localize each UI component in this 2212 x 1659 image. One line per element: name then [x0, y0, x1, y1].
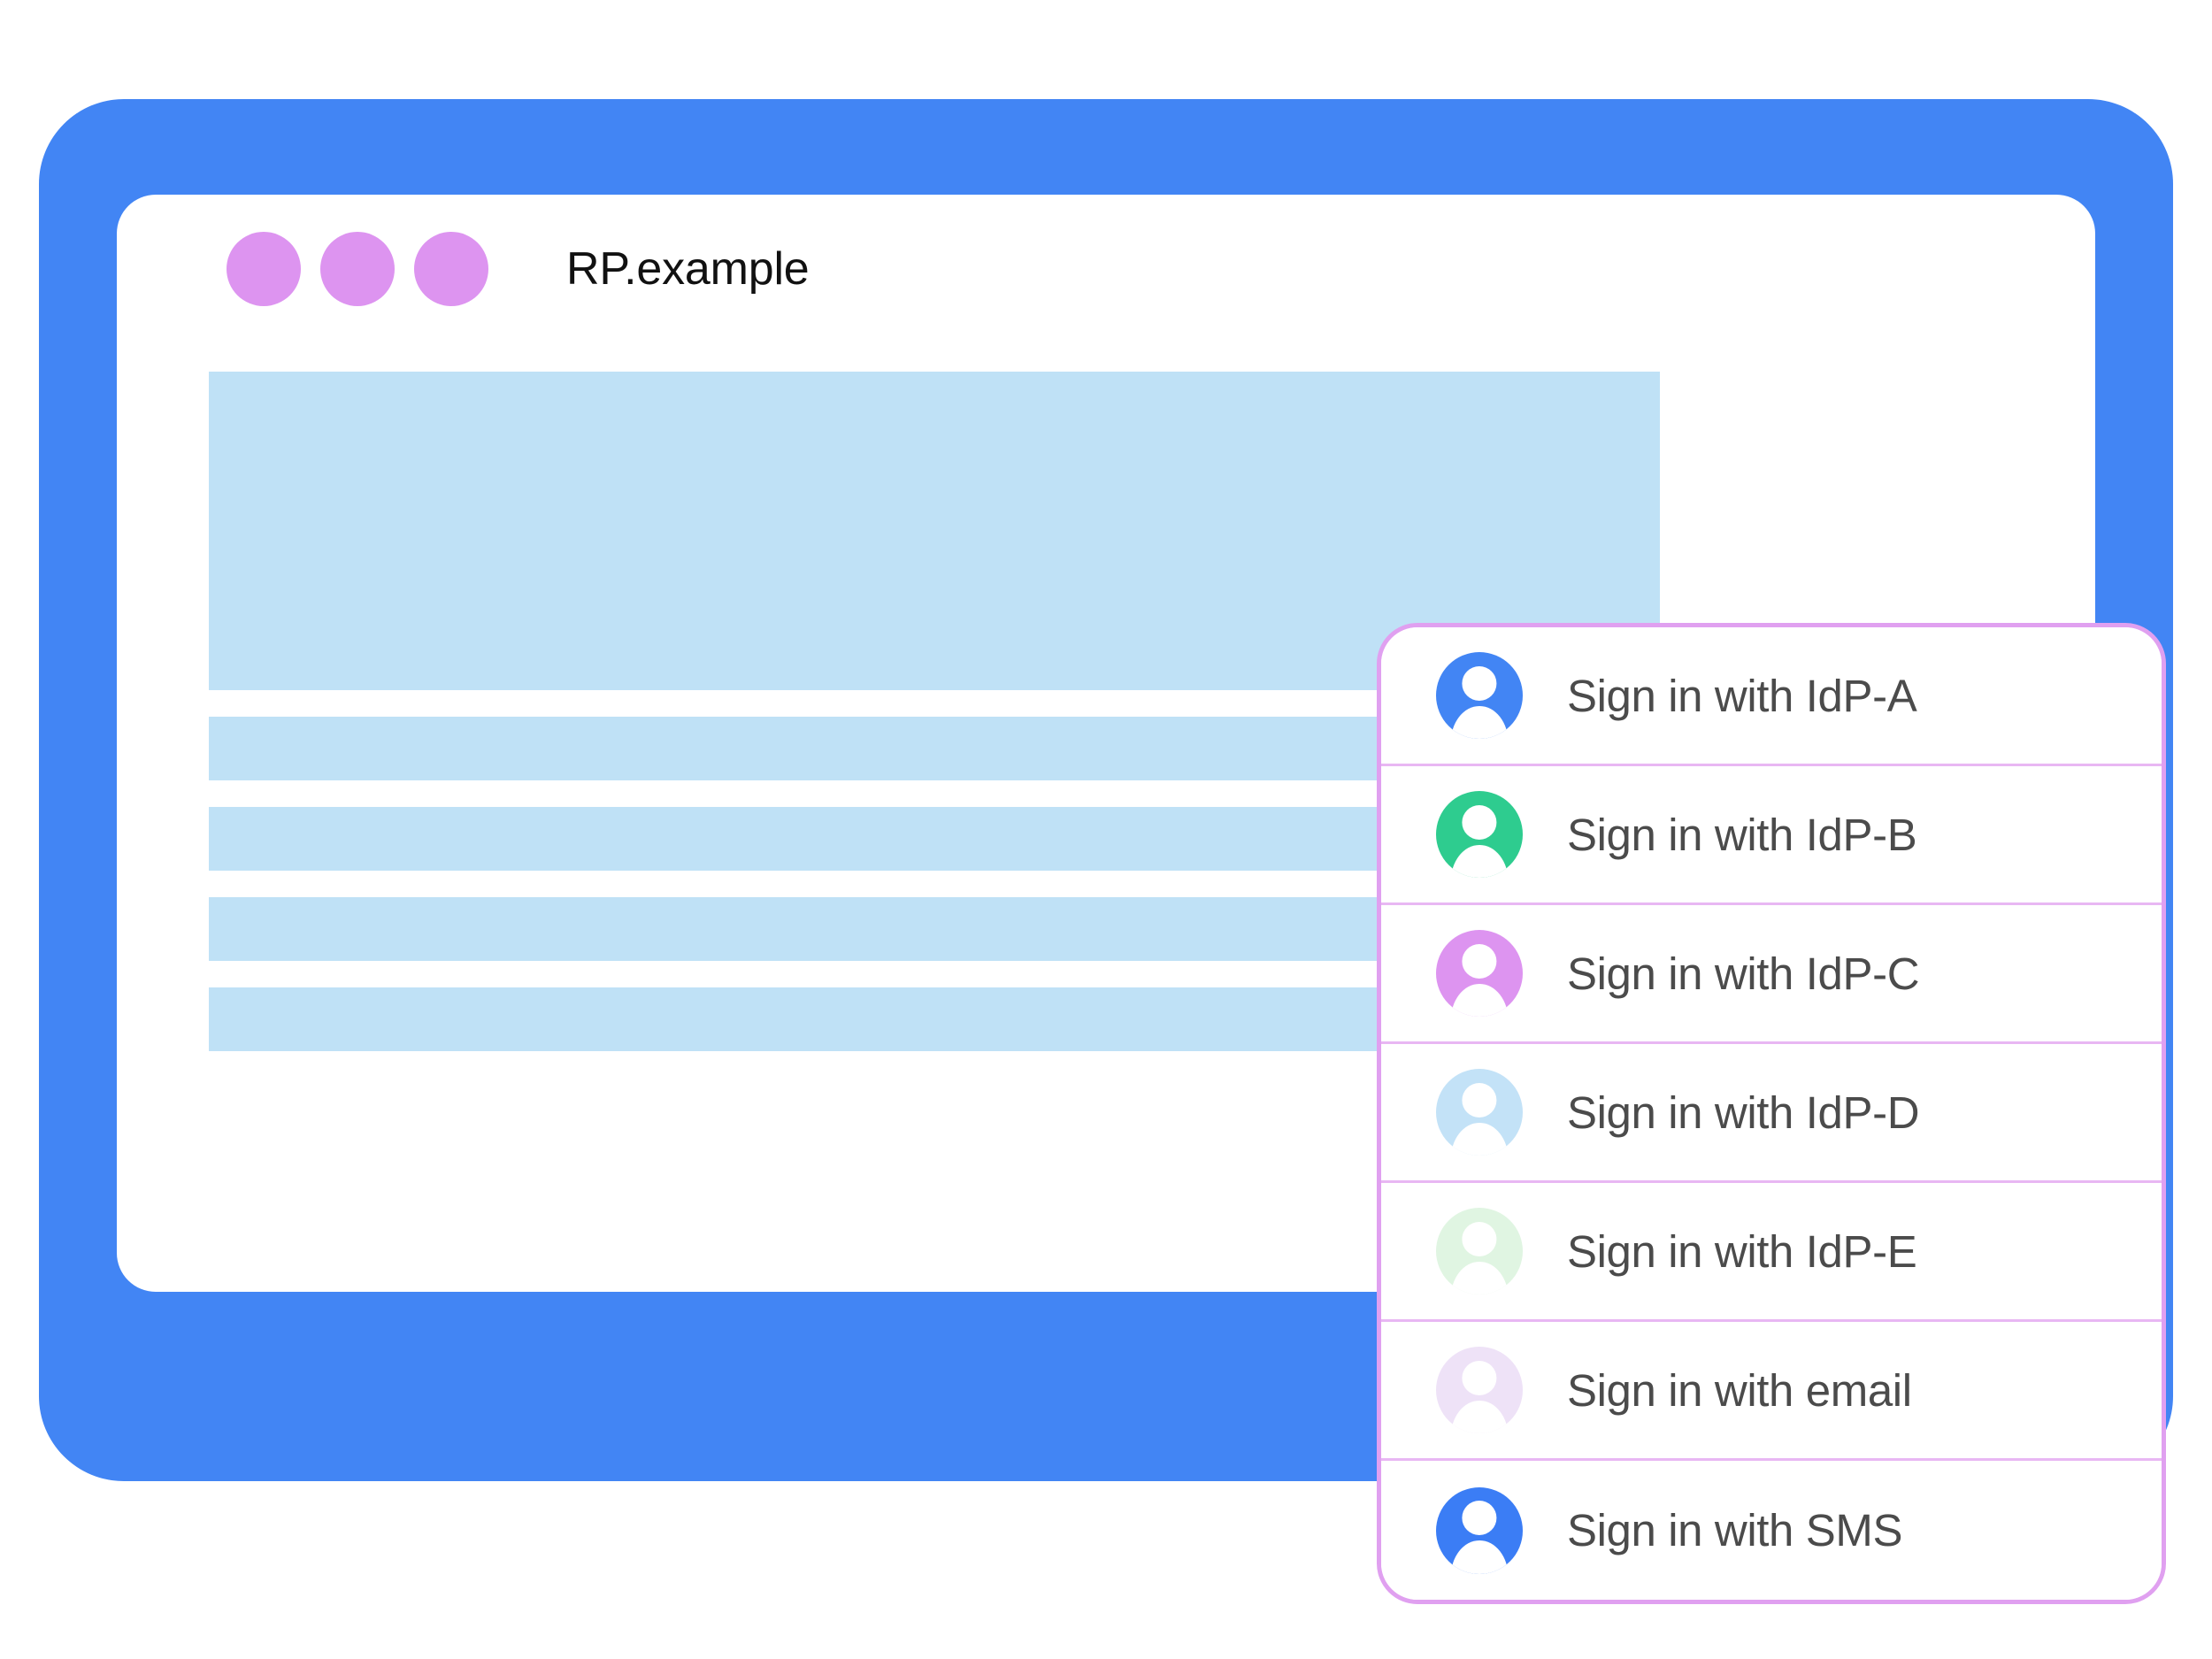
person-avatar-icon — [1436, 930, 1523, 1017]
account-chooser-item-label: Sign in with IdP-B — [1567, 809, 1917, 860]
avatar-shoulders — [1450, 844, 1509, 878]
avatar-shoulders — [1450, 1261, 1509, 1294]
sign-in-idp-b[interactable]: Sign in with IdP-B — [1381, 766, 2162, 905]
sign-in-sms[interactable]: Sign in with SMS — [1381, 1461, 2162, 1600]
window-controls — [227, 232, 508, 306]
avatar-shoulders — [1450, 705, 1509, 739]
avatar-head — [1462, 1360, 1497, 1395]
avatar-shoulders — [1450, 983, 1509, 1017]
page-title: RP.example — [566, 243, 810, 295]
account-chooser-dialog: Sign in with IdP-A Sign in with IdP-B Sign… — [1377, 623, 2166, 1604]
sign-in-email[interactable]: Sign in with email — [1381, 1322, 2162, 1461]
account-chooser-item-label: Sign in with SMS — [1567, 1505, 1903, 1555]
avatar-head — [1462, 804, 1497, 840]
avatar-shoulders — [1450, 1400, 1509, 1433]
sign-in-idp-c[interactable]: Sign in with IdP-C — [1381, 905, 2162, 1044]
avatar-head — [1462, 1221, 1497, 1256]
sign-in-idp-e[interactable]: Sign in with IdP-E — [1381, 1183, 2162, 1322]
avatar-head — [1462, 1501, 1497, 1536]
account-chooser-item-label: Sign in with IdP-A — [1567, 670, 1917, 721]
person-avatar-icon — [1436, 652, 1523, 739]
browser-titlebar: RP.example — [117, 195, 2095, 343]
person-avatar-icon — [1436, 1347, 1523, 1433]
account-chooser-item-label: Sign in with IdP-E — [1567, 1225, 1917, 1277]
avatar-shoulders — [1450, 1122, 1509, 1156]
person-avatar-icon — [1436, 1069, 1523, 1156]
person-avatar-icon — [1436, 1208, 1523, 1294]
account-chooser-item-label: Sign in with IdP-C — [1567, 948, 1920, 999]
avatar-head — [1462, 943, 1497, 979]
account-chooser-list: Sign in with IdP-A Sign in with IdP-B Sign… — [1381, 627, 2162, 1600]
person-avatar-icon — [1436, 1486, 1523, 1574]
sign-in-idp-a[interactable]: Sign in with IdP-A — [1381, 627, 2162, 766]
avatar-shoulders — [1450, 1540, 1509, 1574]
account-chooser-item-label: Sign in with email — [1567, 1364, 1912, 1416]
account-chooser-item-label: Sign in with IdP-D — [1567, 1087, 1920, 1138]
avatar-head — [1462, 665, 1497, 701]
window-control-dot-3[interactable] — [414, 232, 488, 306]
window-control-dot-2[interactable] — [320, 232, 395, 306]
avatar-head — [1462, 1082, 1497, 1118]
window-control-dot-1[interactable] — [227, 232, 301, 306]
person-avatar-icon — [1436, 791, 1523, 878]
sign-in-idp-d[interactable]: Sign in with IdP-D — [1381, 1044, 2162, 1183]
